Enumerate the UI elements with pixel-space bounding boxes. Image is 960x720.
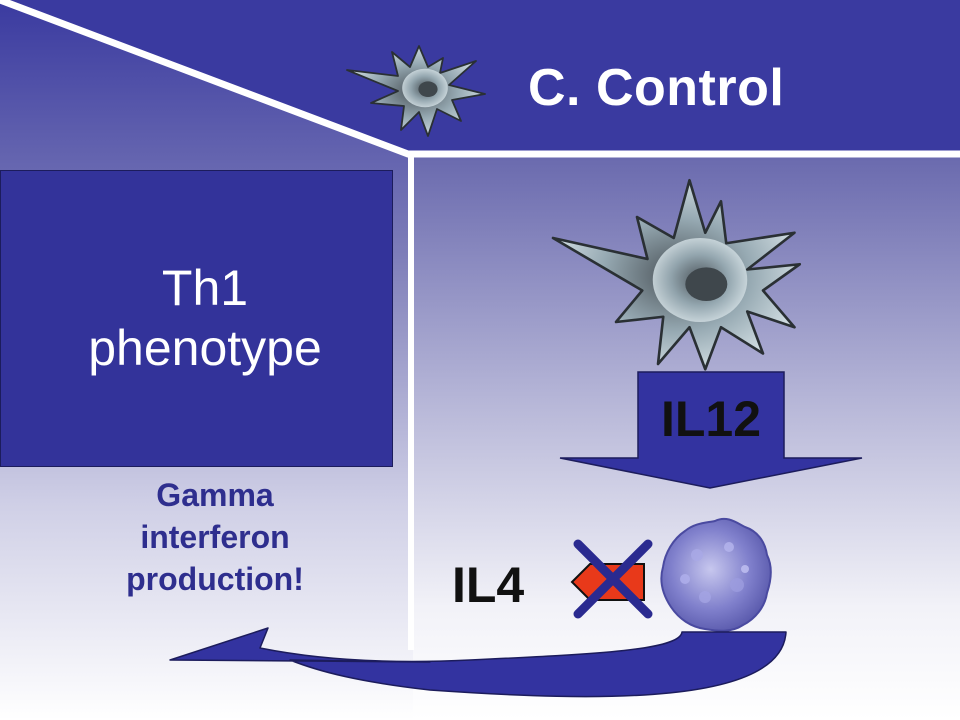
title-band xyxy=(0,0,960,152)
th1-phenotype-label: Th1 phenotype xyxy=(0,258,410,378)
th1-label-line-2: phenotype xyxy=(88,320,322,376)
interferon-return-arrow xyxy=(169,627,787,698)
th1-phenotype-box xyxy=(0,170,393,467)
x-cross-icon xyxy=(573,539,653,619)
blocked-il4-signal xyxy=(570,539,653,619)
gamma-label-line-3: production! xyxy=(126,561,304,597)
slide-title: C. Control xyxy=(528,59,785,117)
th1-label-line-1: Th1 xyxy=(161,260,249,316)
t-cell-icon xyxy=(660,517,772,632)
dendritic-cell-small-icon xyxy=(346,45,486,137)
dendritic-cell-large-icon xyxy=(551,178,802,371)
il4-label: IL4 xyxy=(452,557,525,613)
gamma-label-line-1: Gamma xyxy=(156,477,274,513)
il12-label: IL12 xyxy=(660,391,762,447)
gamma-label-line-2: interferon xyxy=(140,519,290,555)
il12-arrow xyxy=(559,371,863,489)
gamma-interferon-label: Gamma interferon production! xyxy=(60,474,370,600)
